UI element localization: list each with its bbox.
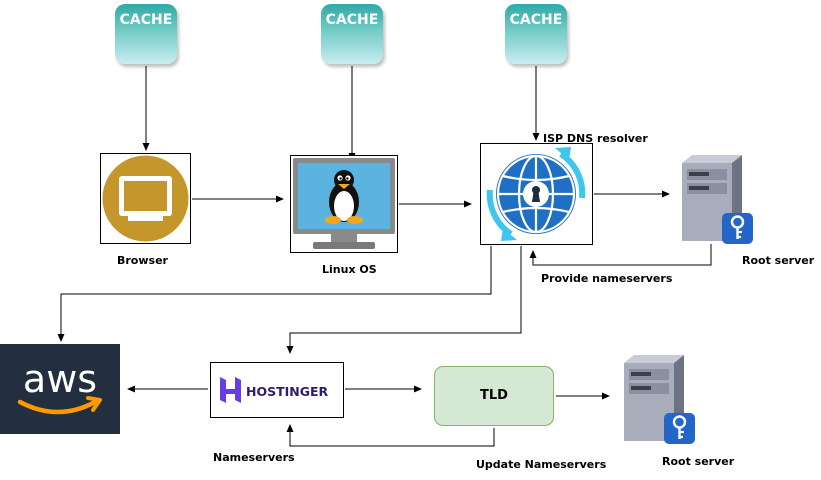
edge-isp-aws bbox=[57, 246, 492, 342]
cache-node-isp: CACHE bbox=[505, 4, 567, 64]
cache-label: CACHE bbox=[325, 12, 379, 28]
edge-tld-hostinger-update bbox=[286, 424, 495, 447]
isp-dns-resolver-label: ISP DNS resolver bbox=[543, 132, 648, 145]
hostinger-node: HOSTINGER bbox=[210, 362, 344, 418]
isp-dns-resolver-node bbox=[480, 143, 593, 245]
root-server-top-node bbox=[675, 153, 760, 248]
edge-isp-hostinger bbox=[286, 246, 522, 354]
root-server-top-label: Root server bbox=[742, 254, 815, 267]
update-nameservers-label: Update Nameservers bbox=[476, 458, 607, 471]
tld-label: TLD bbox=[480, 388, 508, 403]
hostinger-logo-icon: HOSTINGER bbox=[220, 377, 329, 403]
root-server-bottom-node bbox=[617, 353, 702, 448]
cache-label: CACHE bbox=[509, 12, 563, 28]
provide-nameservers-label: Provide nameservers bbox=[541, 272, 673, 285]
server-key-icon bbox=[682, 155, 753, 244]
server-key-icon bbox=[624, 355, 695, 444]
nameservers-label: Nameservers bbox=[213, 451, 295, 464]
browser-node bbox=[100, 153, 191, 244]
cache-node-os: CACHE bbox=[321, 4, 383, 64]
hostinger-logo-text: HOSTINGER bbox=[246, 384, 329, 399]
tld-node: TLD bbox=[434, 366, 554, 426]
aws-logo-text: aws bbox=[23, 357, 97, 401]
browser-label: Browser bbox=[117, 254, 168, 267]
cache-node-browser: CACHE bbox=[115, 4, 177, 64]
root-server-bottom-label: Root server bbox=[662, 455, 735, 468]
aws-logo-icon: aws bbox=[17, 357, 102, 415]
cache-label: CACHE bbox=[119, 12, 173, 28]
monitor-icon bbox=[102, 155, 189, 242]
linux-os-node bbox=[290, 155, 398, 253]
globe-lock-icon bbox=[486, 147, 586, 241]
linux-os-label: Linux OS bbox=[322, 263, 377, 276]
edge-root-isp-provide bbox=[529, 244, 712, 266]
aws-node: aws bbox=[0, 344, 120, 434]
tux-penguin-icon bbox=[293, 158, 395, 249]
